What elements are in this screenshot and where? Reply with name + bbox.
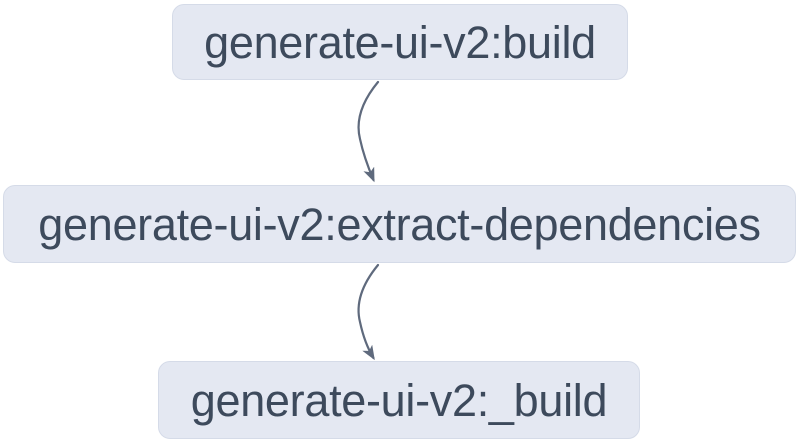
edge-build-to-extract-dependencies xyxy=(357,80,380,183)
node-generate-ui-v2-extract-dependencies: generate-ui-v2:extract-dependencies xyxy=(3,185,796,263)
node-generate-ui-v2-build: generate-ui-v2:build xyxy=(172,4,628,80)
edge-extract-dependencies-to-underscore-build xyxy=(357,263,380,361)
node-generate-ui-v2-underscore-build: generate-ui-v2:_build xyxy=(158,361,640,439)
node-label: generate-ui-v2:build xyxy=(204,16,596,68)
node-label: generate-ui-v2:extract-dependencies xyxy=(38,198,761,250)
node-label: generate-ui-v2:_build xyxy=(190,374,608,426)
